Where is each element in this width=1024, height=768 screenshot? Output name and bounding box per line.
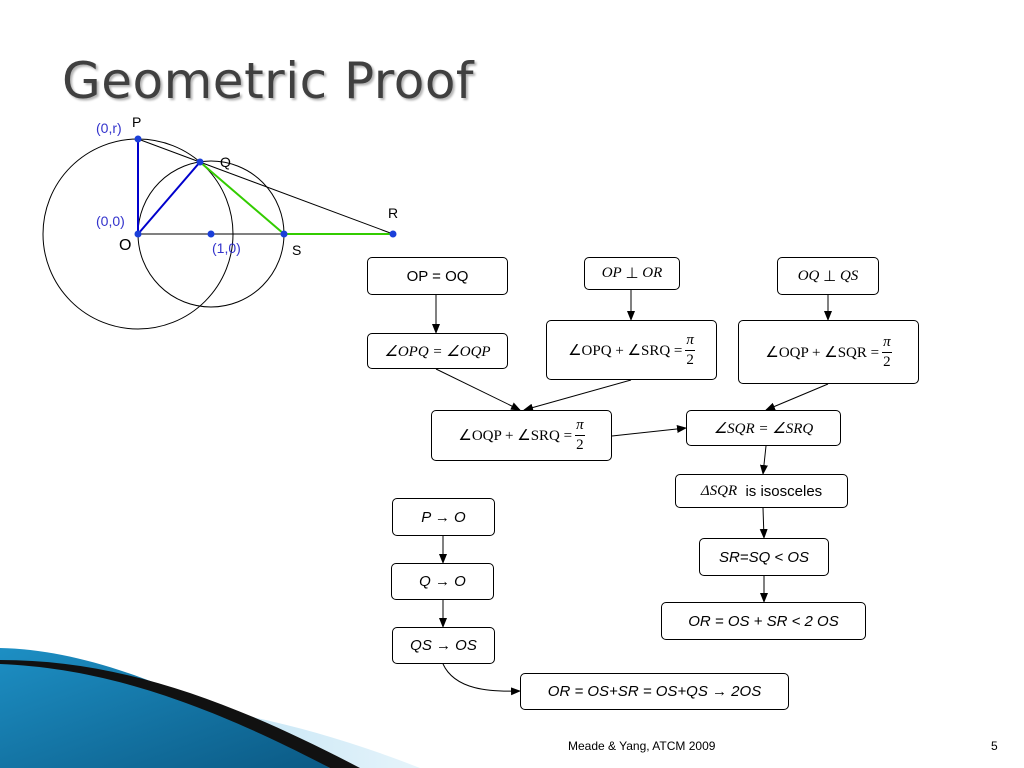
- triangle-sqr: ΔSQR: [700, 482, 738, 499]
- label-r: R: [388, 205, 398, 221]
- pi: π: [575, 418, 585, 436]
- box-qs-to-os: QS → OS: [392, 627, 495, 664]
- label-center-coord: (1,0): [212, 240, 241, 256]
- two: 2: [686, 351, 694, 368]
- box-op-perp-or: OP ⊥ OR: [584, 257, 680, 290]
- point-s: [280, 230, 288, 238]
- perp-symbol: ⊥: [625, 266, 639, 282]
- point-o: [134, 230, 142, 238]
- oqp-srq-expr: ∠OQP + ∠SRQ =: [458, 428, 573, 444]
- decor-swoosh-black: [0, 660, 360, 768]
- box-sqr-equals-srq: ∠SQR = ∠SRQ: [686, 410, 841, 446]
- slide-title: Geometric Proof: [62, 52, 475, 110]
- decor-swoosh-dark: [0, 648, 330, 768]
- isosceles-text: is isosceles: [745, 482, 823, 500]
- box-angle-opq-oqp: ∠OPQ = ∠OQP: [367, 333, 508, 369]
- box-or-os-sr: OR = OS + SR < 2 OS: [661, 602, 866, 640]
- box-p-to-o: P → O: [392, 498, 495, 536]
- line-p-r: [137, 138, 394, 235]
- box-oq-perp-qs: OQ ⊥ QS: [777, 257, 879, 295]
- box-q-to-o: Q → O: [391, 563, 494, 600]
- label-s: S: [292, 242, 301, 258]
- or-label: OR: [642, 265, 663, 281]
- two: 2: [883, 353, 891, 370]
- box-op-equals-oq: OP = OQ: [367, 257, 508, 295]
- segment-oq: [137, 161, 201, 235]
- arrow-qs-to-final: [442, 663, 521, 696]
- arrow-sqr-srq-to-iso: [759, 445, 768, 475]
- label-o-coord: (0,0): [96, 213, 125, 229]
- oq-label: OQ: [797, 267, 820, 284]
- arrow-iso-to-srsq: [759, 507, 768, 539]
- point-q: [196, 158, 204, 166]
- footer-citation: Meade & Yang, ATCM 2009: [568, 739, 716, 753]
- arrow-oqp-sqr-to-sqr-srq: [765, 383, 829, 411]
- label-o: O: [119, 237, 131, 254]
- label-p-coord: (0,r): [96, 120, 122, 136]
- oqp-sqr-expr: ∠OQP + ∠SQR =: [765, 344, 880, 361]
- segment-qs: [199, 161, 285, 235]
- two: 2: [576, 437, 584, 453]
- point-r: [389, 230, 397, 238]
- arrow-angle-to-combined: [435, 368, 521, 411]
- page-number: 5: [991, 739, 998, 753]
- opq-srq-expr: ∠OPQ + ∠SRQ =: [568, 342, 683, 359]
- label-p: P: [132, 114, 141, 130]
- perp-symbol: ⊥: [823, 268, 837, 285]
- box-final-conclusion: OR = OS+SR = OS+QS → 2OS: [520, 673, 789, 710]
- qs-label: QS: [839, 267, 859, 284]
- label-q: Q: [220, 154, 231, 170]
- arrow-opq-srq-to-combined: [523, 379, 632, 412]
- point-p: [134, 135, 142, 143]
- box-sr-sq-os: SR=SQ < OS: [699, 538, 829, 576]
- box-isosceles: ΔSQR is isosceles: [675, 474, 848, 508]
- pi: π: [685, 332, 695, 351]
- arrow-combined-to-sqr-srq: [611, 424, 687, 437]
- op-label: OP: [601, 265, 622, 281]
- pi: π: [882, 334, 892, 353]
- point-center: [207, 230, 215, 238]
